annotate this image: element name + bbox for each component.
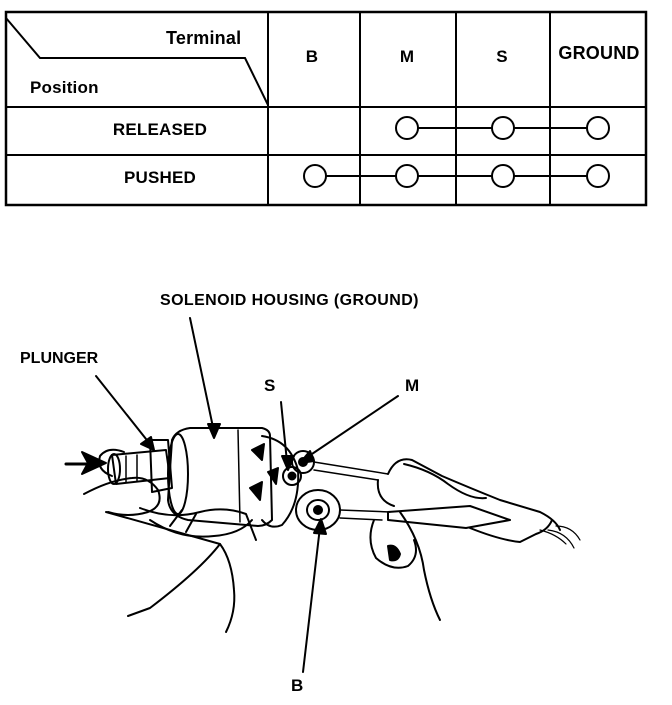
left-hand-palm	[105, 511, 221, 617]
m-leader	[305, 395, 399, 459]
b-leader	[302, 526, 321, 673]
solenoid-housing-label: SOLENOID HOUSING (GROUND)	[160, 292, 419, 309]
terminal-circles	[303, 116, 610, 188]
b-terminal-label: B	[291, 676, 304, 695]
housing-arrowhead	[207, 423, 221, 439]
plunger-leader	[95, 375, 151, 445]
m-terminal-label: M	[405, 376, 420, 395]
row-label-released: RELEASED	[112, 120, 208, 139]
left-hand-thumb	[83, 476, 161, 516]
s-terminal	[282, 466, 302, 486]
plunger-tip	[107, 453, 121, 485]
solenoid-end-cap	[261, 435, 300, 528]
column-header-m: M	[399, 47, 415, 66]
pushed-m-circle	[395, 164, 419, 188]
s-terminal-label: S	[264, 376, 276, 395]
continuity-lines	[326, 127, 587, 177]
column-header-b: B	[305, 47, 319, 66]
pushed-b-circle	[303, 164, 327, 188]
header-position-label: Position	[30, 78, 99, 97]
plunger-label: PLUNGER	[20, 350, 99, 367]
b-probe-wire-upper	[339, 509, 391, 513]
continuity-table: Terminal Position B M S GROUND RELEASED …	[0, 0, 672, 220]
b-arrowhead	[313, 518, 327, 535]
b-probe-body	[387, 505, 511, 529]
s-arrowhead	[281, 455, 295, 471]
m-probe-wire-upper	[313, 461, 389, 475]
header-terminal-label: Terminal	[166, 28, 242, 48]
housing-leader	[189, 317, 215, 433]
pushed-s-circle	[491, 164, 515, 188]
right-hand-wrist	[469, 519, 553, 543]
released-ground-circle	[586, 116, 610, 140]
s-leader	[280, 401, 288, 463]
pushed-ground-circle	[586, 164, 610, 188]
plunger-arrowhead	[140, 436, 155, 451]
column-header-ground: GROUND	[558, 43, 640, 63]
b-probe-wire-lower	[339, 517, 383, 521]
right-hand-thumb	[369, 519, 417, 569]
push-arrow-head	[81, 451, 107, 475]
row-label-pushed: PUSHED	[123, 168, 197, 187]
column-header-s: S	[496, 47, 508, 66]
m-probe-wire-lower	[313, 469, 379, 481]
table-grid	[4, 10, 648, 207]
right-hand-index	[387, 458, 561, 531]
released-s-circle	[491, 116, 515, 140]
released-m-circle	[395, 116, 419, 140]
